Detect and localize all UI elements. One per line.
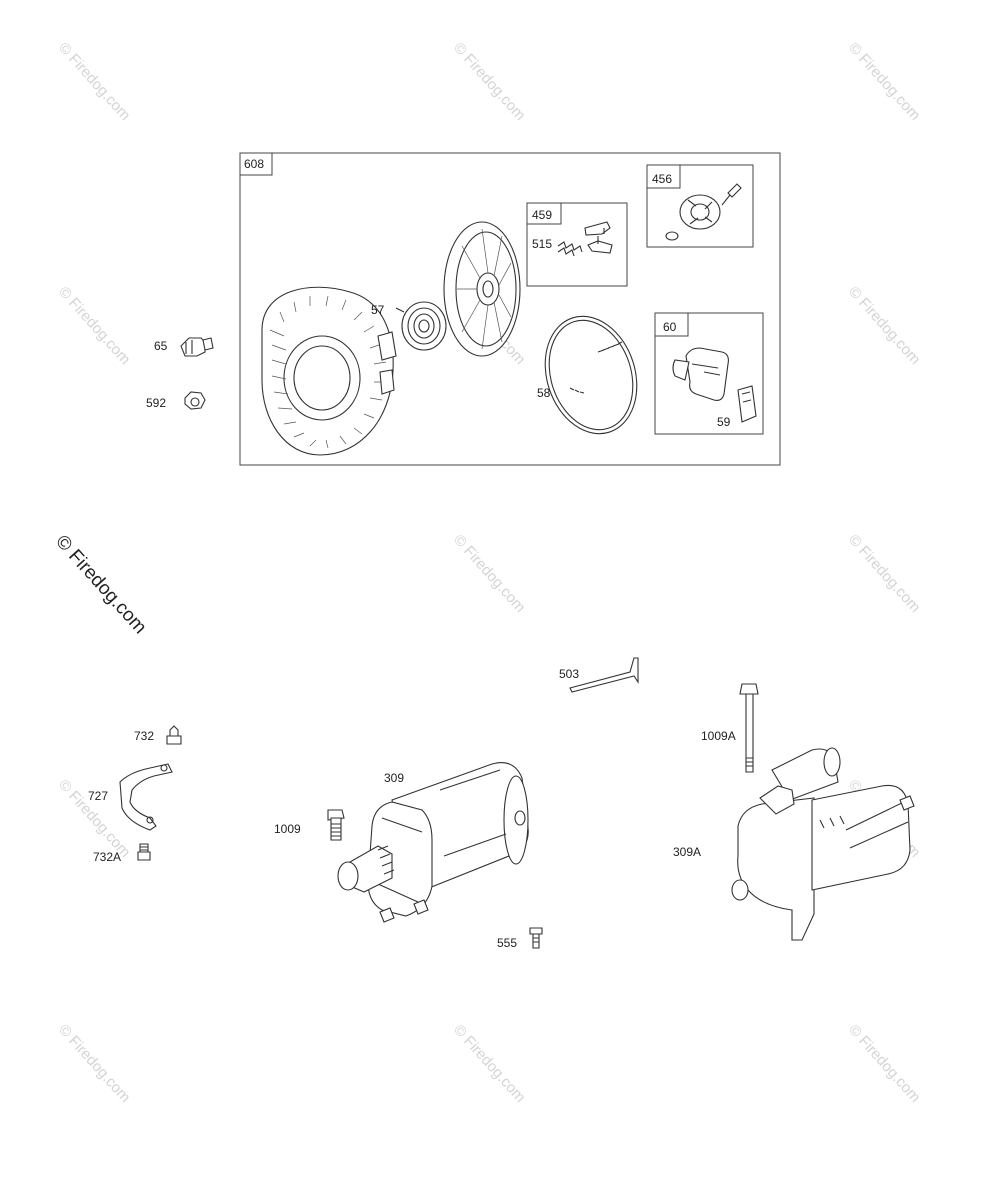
starter-motor-a-label: 309A bbox=[673, 845, 701, 859]
nut-label: 592 bbox=[146, 396, 166, 410]
pawl-spring-drawing bbox=[557, 241, 583, 257]
shield-label: 503 bbox=[559, 667, 579, 681]
watermark: © Firedog.com bbox=[845, 531, 924, 616]
watermark: © Firedog.com bbox=[845, 1021, 924, 1106]
nut-drawing bbox=[184, 391, 206, 410]
starter-rope-drawing bbox=[544, 315, 638, 435]
pulley-kit-drawing bbox=[665, 183, 742, 241]
starter-motor-a-drawing bbox=[731, 747, 915, 941]
bracket-screw-a-drawing bbox=[137, 843, 151, 861]
nut-screw-label: 555 bbox=[497, 936, 517, 950]
starter-motor-label: 309 bbox=[384, 771, 404, 785]
handle-kit-label: 60 bbox=[663, 320, 677, 334]
bracket-screw-drawing bbox=[166, 725, 182, 745]
rewind-starter-assembly: 608 459 515 456 60 bbox=[146, 152, 781, 466]
handle-kit-frame bbox=[654, 312, 764, 435]
starter-bolt-label: 1009 bbox=[274, 822, 301, 836]
watermark: © Firedog.com bbox=[55, 1021, 134, 1106]
watermark: © Firedog.com bbox=[55, 283, 134, 368]
watermark: © Firedog.com bbox=[55, 39, 134, 124]
handle-insert-label: 59 bbox=[717, 415, 731, 429]
pawl-kit-frame bbox=[526, 202, 628, 287]
nut-screw-drawing bbox=[529, 927, 543, 949]
watermark: © Firedog.com bbox=[450, 39, 529, 124]
recoil-spring-drawing bbox=[395, 301, 447, 351]
starter-housing-drawing bbox=[261, 286, 397, 456]
bracket-label: 727 bbox=[88, 789, 108, 803]
pawl-kit-label-tab bbox=[527, 203, 562, 225]
watermark-prominent: © Firedog.com bbox=[51, 531, 150, 638]
starter-motor-drawing bbox=[337, 762, 529, 923]
watermark: © Firedog.com bbox=[845, 39, 924, 124]
starter-bolt-a-drawing bbox=[739, 683, 759, 773]
bracket-drawing bbox=[119, 763, 173, 831]
assembly-frame bbox=[239, 152, 781, 466]
starter-bolt-a-label: 1009A bbox=[701, 729, 736, 743]
handle-drawing bbox=[672, 347, 757, 423]
handle-kit-label-tab bbox=[655, 313, 689, 337]
watermarks: © Firedog.com © Firedog.com © Firedog.co… bbox=[51, 39, 923, 1106]
rope-label: 58 bbox=[537, 386, 551, 400]
pawl-drawing bbox=[584, 221, 613, 254]
watermark: © Firedog.com bbox=[845, 283, 924, 368]
starter-pulley-drawing bbox=[443, 221, 521, 357]
shield-drawing bbox=[569, 657, 639, 693]
watermark: © Firedog.com bbox=[450, 531, 529, 616]
assembly-label: 608 bbox=[244, 157, 264, 171]
pulley-kit-label: 456 bbox=[652, 172, 672, 186]
pulley-kit-frame bbox=[646, 164, 754, 248]
bracket-screw-a-label: 732A bbox=[93, 850, 121, 864]
pawl-spring-label: 515 bbox=[532, 237, 552, 251]
starter-bolt-drawing bbox=[327, 809, 345, 841]
pawl-kit-label: 459 bbox=[532, 208, 552, 222]
bolt-label: 65 bbox=[154, 339, 168, 353]
pulley-kit-label-tab bbox=[647, 165, 681, 189]
electric-starter-section: 732 727 732A 309 bbox=[88, 657, 915, 950]
bolt-drawing bbox=[180, 337, 214, 357]
bracket-screw-label: 732 bbox=[134, 729, 154, 743]
assembly-label-tab bbox=[240, 153, 273, 176]
spring-label: 57 bbox=[371, 303, 385, 317]
watermark: © Firedog.com bbox=[450, 1021, 529, 1106]
